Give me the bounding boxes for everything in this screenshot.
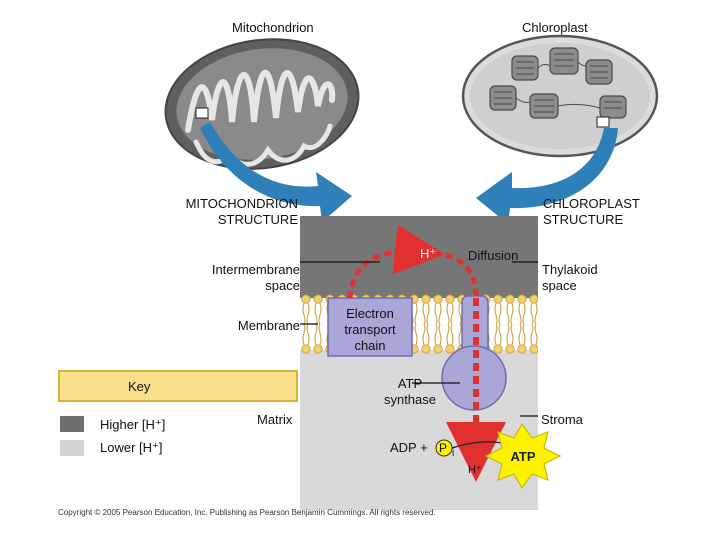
atp-synthase-label: ATP synthase bbox=[372, 376, 448, 408]
diffusion-label: Diffusion bbox=[468, 248, 519, 263]
chloroplast-title: Chloroplast bbox=[522, 20, 588, 35]
chloro-zoom-arrow bbox=[476, 128, 618, 224]
etc-line3: chain bbox=[354, 338, 386, 353]
matrix-label: Matrix bbox=[257, 412, 293, 427]
higher-h-swatch bbox=[60, 416, 84, 432]
thylakoid-line1: Thylakoid bbox=[542, 262, 598, 277]
mitochondrion-illustration bbox=[164, 38, 360, 170]
diffusion-arrow bbox=[445, 252, 479, 297]
phosphate-circle bbox=[435, 439, 453, 457]
h-ion-bottom-label: H⁺ bbox=[468, 464, 482, 476]
higher-h-label: Higher [H⁺] bbox=[100, 417, 166, 432]
chloro-structure-line2: STRUCTURE bbox=[543, 212, 624, 227]
atp-synthase-line2: synthase bbox=[383, 392, 437, 407]
chloroplast-illustration bbox=[461, 34, 659, 158]
atp-label: ATP bbox=[510, 449, 536, 464]
etc-line2: transport bbox=[344, 322, 396, 337]
key-title: Key bbox=[128, 379, 151, 394]
lower-h-label: Lower [H⁺] bbox=[100, 440, 163, 455]
electron-transport-chain-box bbox=[327, 297, 413, 357]
mitochondrion-title: Mitochondrion bbox=[232, 20, 314, 35]
atp-synthase-line1: ATP bbox=[397, 376, 423, 391]
h-ion-top-label: H⁺ bbox=[420, 246, 437, 261]
intermembrane-line1: Intermembrane bbox=[211, 262, 300, 277]
thylakoid-label: Thylakoid space bbox=[542, 262, 598, 294]
phosphate-subscript: i bbox=[452, 448, 455, 459]
leader-lines bbox=[300, 261, 538, 417]
etc-line1: Electron bbox=[346, 306, 394, 321]
membrane-schematic bbox=[300, 216, 538, 510]
copyright-footer: Copyright © 2005 Pearson Education, Inc.… bbox=[58, 508, 436, 517]
stroma-label: Stroma bbox=[541, 412, 583, 427]
chloro-structure-label: CHLOROPLAST STRUCTURE bbox=[543, 196, 640, 228]
mito-structure-line2: STRUCTURE bbox=[217, 212, 298, 227]
key-box: Key bbox=[58, 370, 298, 402]
adp-label: ADP + bbox=[390, 440, 428, 455]
mito-structure-line1: MITOCHONDRION bbox=[185, 196, 298, 211]
thylakoid-line2: space bbox=[542, 278, 577, 293]
phosphate-label: P bbox=[439, 441, 448, 455]
intermembrane-line2: space bbox=[265, 278, 300, 293]
intermembrane-label: Intermembrane space bbox=[180, 262, 300, 294]
atp-star bbox=[484, 422, 562, 490]
mito-zoom-arrow bbox=[200, 122, 352, 222]
etc-label: Electron transport chain bbox=[328, 306, 412, 354]
membrane-label: Membrane bbox=[237, 318, 300, 333]
mito-structure-label: MITOCHONDRION STRUCTURE bbox=[170, 196, 298, 228]
lower-h-swatch bbox=[60, 440, 84, 456]
chloro-structure-line1: CHLOROPLAST bbox=[543, 196, 640, 211]
zoom-arrows bbox=[200, 122, 618, 224]
